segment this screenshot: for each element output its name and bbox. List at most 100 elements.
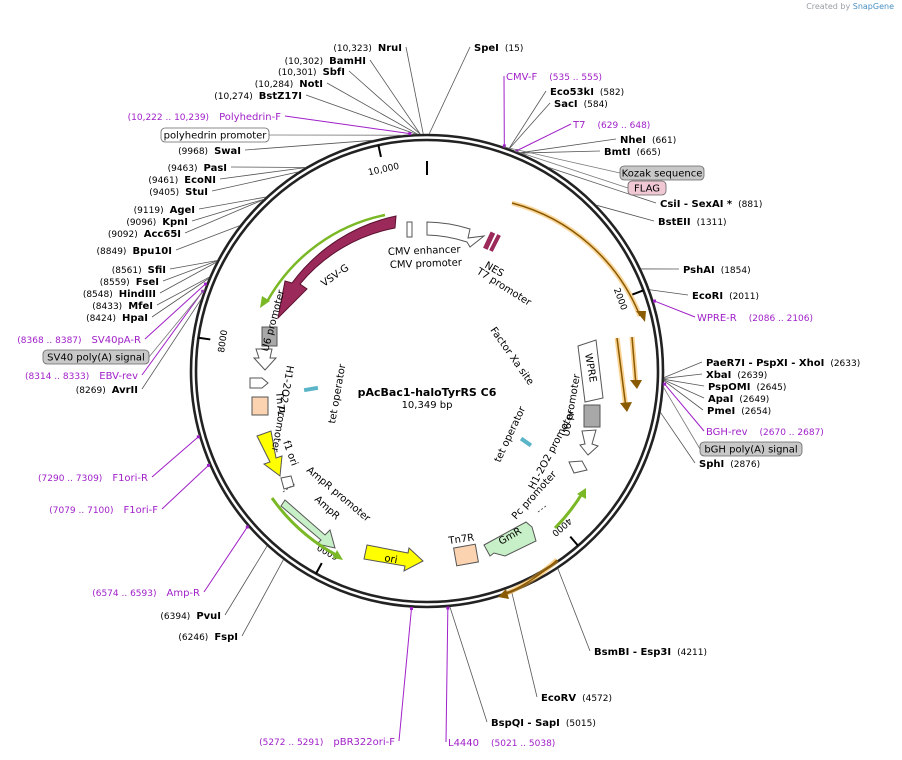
wpre-feature[interactable]: [577, 339, 604, 403]
box-flag[interactable]: [627, 180, 667, 196]
site-avrii[interactable]: (8269)AvrII: [76, 385, 138, 396]
ori-feature[interactable]: [363, 544, 424, 572]
orange-arc-top[interactable]: [511, 202, 641, 317]
primer-sv40pa-r[interactable]: (8368 .. 8387)SV40pA-R: [17, 335, 141, 346]
u6-promoter-right-feature[interactable]: [579, 429, 599, 456]
site-leader-eco53ki: [508, 90, 547, 149]
u6-promoter-left-feature[interactable]: [252, 348, 278, 371]
site-sphi[interactable]: SphI(2876): [699, 459, 760, 470]
site-bspqi-sapi[interactable]: BspQI - SapI(5015): [491, 718, 596, 729]
ampr-promoter-dash: [282, 482, 297, 493]
site-bmti[interactable]: BmtI(665): [604, 147, 661, 158]
primer-t7[interactable]: T7(629 .. 648): [572, 120, 650, 131]
site-mfei[interactable]: (8433)MfeI: [92, 301, 153, 312]
site-fspi[interactable]: (6246)FspI: [178, 632, 238, 643]
site-eco53ki[interactable]: Eco53kI(582): [550, 87, 624, 98]
site-bpu10i[interactable]: (8849)Bpu10I: [97, 246, 172, 257]
gmr-feature[interactable]: [483, 521, 537, 557]
site-econi[interactable]: (9461)EcoNI: [148, 175, 216, 186]
label-cmv-promoter: CMV promoter: [390, 257, 463, 271]
tick-mark-6000: [315, 562, 323, 575]
f1-ori-feature[interactable]: [256, 430, 283, 477]
site-noti[interactable]: (10,284)NotI: [255, 79, 323, 90]
box-polyhedrin-promoter[interactable]: [160, 127, 270, 143]
primer-mark-amp-r: [245, 525, 249, 529]
label-tet-right: tet operator: [493, 404, 529, 464]
primer-polyhedrin-f[interactable]: (10,222 .. 10,239)Polyhedrin-F: [128, 112, 282, 123]
site-kpni[interactable]: (9096)KpnI: [126, 217, 188, 228]
site-hpai[interactable]: (8424)HpaI: [86, 313, 148, 324]
site-hindiii[interactable]: (8548)HindIII: [83, 289, 156, 300]
tn7r-feature[interactable]: [453, 543, 479, 567]
site-pshai[interactable]: PshAI(1854): [683, 265, 751, 276]
site-sfii[interactable]: (8561)SfiI: [112, 265, 166, 276]
label-factor-xa: Factor Xa site: [488, 325, 536, 387]
h1-promoter-right-feature: [568, 460, 588, 474]
nes-feature[interactable]: [483, 231, 496, 250]
vsvg-feature[interactable]: [277, 215, 397, 320]
site-sbfi[interactable]: (10,301)SbfI: [278, 67, 345, 78]
primer-mark-sv40pa-r: [203, 282, 207, 286]
site-nrui[interactable]: (10,323)NruI: [333, 43, 402, 54]
box-label-flag: FLAG: [634, 184, 660, 195]
site-swai[interactable]: (9968)SwaI: [178, 146, 241, 157]
site-bstz17i[interactable]: (10,274)BstZ17I: [214, 91, 302, 102]
primer-l4440[interactable]: L4440(5021 .. 5038): [448, 738, 555, 749]
site-leader-sphi: [660, 412, 696, 464]
primer-f1ori-f[interactable]: (7079 .. 7100)F1ori-F: [49, 505, 158, 516]
site-bsteii[interactable]: BstEII(1311): [658, 217, 727, 228]
site-stui[interactable]: (9405)StuI: [149, 187, 208, 198]
ampr-halo-head: [333, 550, 343, 560]
primer-cmv-f[interactable]: CMV-F(535 .. 555): [506, 72, 602, 83]
tn7l-feature[interactable]: [251, 396, 269, 416]
site-paer7i-pspxi-xhoi[interactable]: PaeR7I - PspXI - XhoI(2633): [706, 358, 860, 369]
wpre-arrow-1[interactable]: [616, 337, 627, 409]
site-fsei[interactable]: (8559)FseI: [100, 277, 159, 288]
site-bsmbi-esp3i[interactable]: BsmBI - Esp3I(4211): [594, 647, 707, 658]
box-bgh-poly-a-signal[interactable]: [699, 441, 803, 457]
site-leader-avrii: [141, 298, 202, 390]
site-saci[interactable]: SacI(584): [554, 99, 608, 110]
site-nhei[interactable]: NheI(661): [620, 135, 676, 146]
primer-mark-t7: [515, 149, 519, 153]
site-csii-sexai[interactable]: CsiI - SexAI *(881): [660, 199, 762, 210]
site-spei[interactable]: SpeI(15): [474, 43, 523, 54]
primer-leader-sv40pa-r: [144, 283, 206, 340]
site-ecorv[interactable]: EcoRV(4572): [541, 693, 612, 704]
ampr-feature[interactable]: [280, 499, 336, 549]
box-sv40-poly-a-signal[interactable]: [42, 349, 150, 365]
site-pspomi[interactable]: PspOMI(2645): [708, 382, 786, 393]
site-bamhi[interactable]: (10,302)BamHI: [285, 56, 366, 67]
primer-pbr322ori-f[interactable]: (5272 .. 5291)pBR322ori-F: [259, 737, 395, 748]
cmv-promoter-feature[interactable]: [426, 221, 486, 248]
site-leader-econi: [219, 167, 306, 180]
primer-ebv-rev[interactable]: (8314 .. 8333)EBV-rev: [25, 371, 138, 382]
tick-mark-8000: [198, 336, 211, 341]
primer-leader-f1ori-r: [151, 436, 199, 478]
primer-f1ori-r[interactable]: (7290 .. 7309)F1ori-R: [38, 473, 148, 484]
label-f1-ori: f1 ori: [280, 439, 299, 467]
box-label-kozak-sequence: Kozak sequence: [622, 169, 703, 180]
tick-mark-2000: [631, 289, 644, 296]
site-pmei[interactable]: PmeI(2654): [707, 406, 771, 417]
primer-wpre-r[interactable]: WPRE-R(2086 .. 2106): [697, 313, 813, 324]
site-leader-sbfi: [348, 70, 421, 135]
site-acc65i[interactable]: (9092)Acc65I: [108, 229, 181, 240]
primer-amp-r[interactable]: (6574 .. 6593)Amp-R: [92, 588, 200, 599]
snapgene-credit: Created by SnapGene: [806, 2, 894, 11]
orange-arc-bottom-head: [498, 589, 509, 599]
primer-bgh-rev[interactable]: BGH-rev(2670 .. 2687): [706, 427, 824, 438]
site-apai[interactable]: ApaI(2649): [708, 394, 769, 405]
primer-mark-f1ori-f: [207, 463, 211, 467]
site-ecori[interactable]: EcoRI(2011): [692, 291, 759, 302]
tick-label-4000: 4000: [549, 515, 573, 538]
site-leader-hpai: [151, 277, 210, 318]
site-pasi[interactable]: (9463)PasI: [168, 163, 227, 174]
box-kozak-sequence[interactable]: [619, 165, 705, 181]
site-pvui[interactable]: (6394)PvuI: [160, 611, 221, 622]
site-xbai[interactable]: XbaI(2639): [706, 370, 767, 381]
site-leader-lines: [141, 46, 705, 723]
ampr-promoter-feature: [280, 475, 295, 490]
site-agei[interactable]: (9119)AgeI: [134, 205, 195, 216]
site-leader-paer7i-pspxi-xhoi: [663, 361, 703, 378]
